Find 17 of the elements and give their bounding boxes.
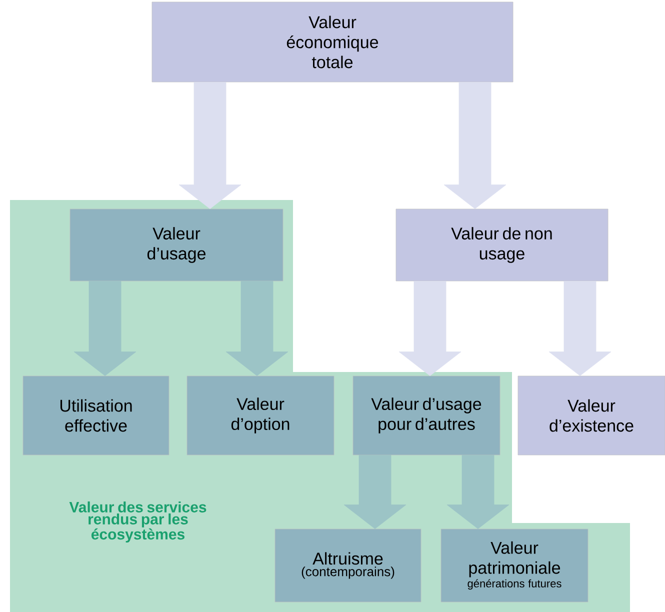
value-box: Valeur de non usage bbox=[396, 208, 608, 282]
value-box: Valeur patrimoniale générations futures bbox=[440, 528, 588, 602]
arrow bbox=[178, 82, 242, 209]
value-box: Valeur d’usage bbox=[70, 208, 284, 282]
arrow bbox=[74, 281, 136, 376]
value-box: Valeur économique totale bbox=[152, 2, 514, 82]
value-box: Utilisation effective bbox=[22, 376, 170, 456]
value-box: Valeur d’option bbox=[186, 376, 334, 456]
value-box: Valeur d’usage pour d’autres bbox=[352, 376, 500, 456]
arrow bbox=[444, 82, 506, 209]
arrow bbox=[446, 455, 510, 529]
arrow bbox=[398, 281, 462, 376]
value-box: Valeur d’existence bbox=[518, 376, 665, 456]
arrow bbox=[226, 281, 288, 376]
arrow bbox=[344, 455, 406, 529]
value-box: Altruisme (contemporains) bbox=[274, 528, 422, 602]
arrow bbox=[548, 281, 612, 376]
